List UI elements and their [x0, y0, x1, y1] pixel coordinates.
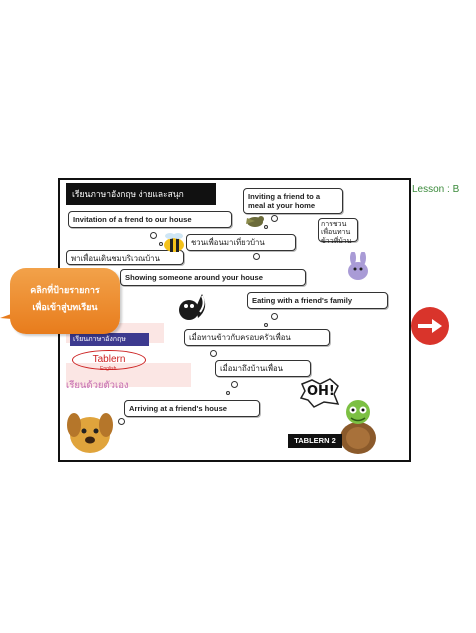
- next-button[interactable]: [411, 307, 449, 345]
- thought-bubble-dot: [159, 242, 163, 246]
- bunny-icon: [348, 252, 368, 280]
- lesson-eating[interactable]: Eating with a friend's family: [247, 292, 388, 309]
- thought-bubble-dot: [226, 391, 230, 395]
- nav-study-english[interactable]: เรียนภาษาอังกฤษ: [70, 333, 149, 346]
- thought-bubble-dot: [253, 253, 260, 260]
- bee-icon: [164, 233, 184, 252]
- lesson-label: Lesson : B: [412, 184, 460, 195]
- lesson-invitation[interactable]: Invitation of a frend to our house: [68, 211, 232, 228]
- instruction-callout: คลิกที่ป้ายรายการ เพื่อเข้าสู่บทเรียน: [10, 268, 120, 334]
- nav-self-study[interactable]: เรียนด้วยตัวเอง: [66, 380, 129, 391]
- thought-bubble-dot: [150, 232, 157, 239]
- callout-line-2: เพื่อเข้าสู่บทเรียน: [32, 302, 98, 313]
- dog-icon: [67, 413, 113, 453]
- thought-bubble-dot: [264, 323, 268, 327]
- logo-text: Tablern: [92, 354, 126, 365]
- callout-line-1: คลิกที่ป้ายรายการ: [30, 285, 100, 295]
- lesson-inviting-friend[interactable]: Inviting a friend to a meal at your home: [243, 188, 343, 214]
- lesson-showing[interactable]: Showing someone around your house: [120, 269, 306, 286]
- menu-title: เรียนภาษาอังกฤษ ง่ายและสนุก: [66, 183, 216, 205]
- lesson-welcome-thai[interactable]: พาเพื่อนเดินชมบริเวณบ้าน: [66, 250, 184, 265]
- skunk-icon: [179, 294, 206, 320]
- thought-bubble-dot: [271, 313, 278, 320]
- turtle-icon: [340, 400, 376, 454]
- oh-text: OH!: [307, 384, 335, 399]
- lesson-invite-thai[interactable]: การชวนเพื่อนทานข้าวที่บ้าน: [318, 218, 358, 245]
- thought-bubble-dot: [118, 418, 125, 425]
- lesson-arriving[interactable]: Arriving at a friend's house: [124, 400, 260, 417]
- arrow-right-icon: [418, 319, 442, 333]
- lesson-arrive-thai[interactable]: เมื่อมาถึงบ้านเพื่อน: [215, 360, 311, 377]
- logo-subtitle: English: [100, 366, 117, 372]
- tablern-logo[interactable]: Tablern: [72, 350, 146, 370]
- lesson-visit-thai[interactable]: ชวนเพื่อนมาเที่ยวบ้าน: [186, 234, 296, 251]
- thought-bubble-dot: [264, 225, 268, 229]
- oh-burst-icon: [300, 378, 340, 408]
- thought-bubble-dot: [231, 381, 238, 388]
- thought-bubble-dot: [271, 215, 278, 222]
- bird-icon: [246, 216, 264, 227]
- thought-bubble-dot: [210, 350, 217, 357]
- lesson-eating-thai[interactable]: เมื่อทานข้าวกับครอบครัวเพื่อน: [184, 329, 330, 346]
- tablern-badge: TABLERN 2: [288, 434, 342, 448]
